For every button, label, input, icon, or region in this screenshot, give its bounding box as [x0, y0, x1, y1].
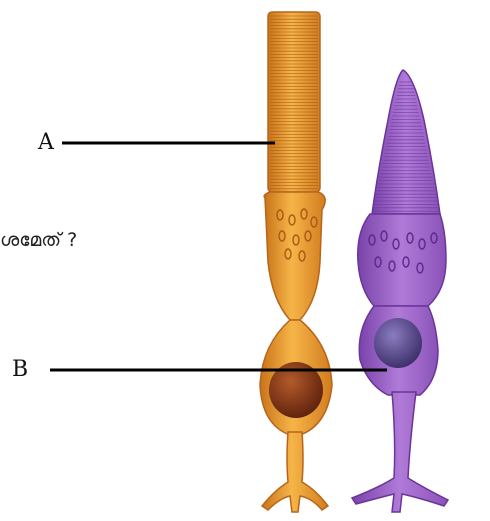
rod-cell [260, 12, 332, 512]
label-b: B [12, 357, 28, 382]
rod-axon [262, 432, 328, 512]
question-fragment: ശമേത് ? [0, 229, 77, 251]
rod-inner-segment [264, 192, 325, 320]
label-a: A [38, 130, 54, 155]
rod-disc-stack [270, 16, 318, 189]
cone-inner-segment [358, 214, 446, 306]
cone-nucleus [374, 318, 422, 368]
cone-axon [352, 392, 448, 512]
cone-outer-segment [372, 70, 440, 214]
cone-cell [352, 70, 448, 512]
